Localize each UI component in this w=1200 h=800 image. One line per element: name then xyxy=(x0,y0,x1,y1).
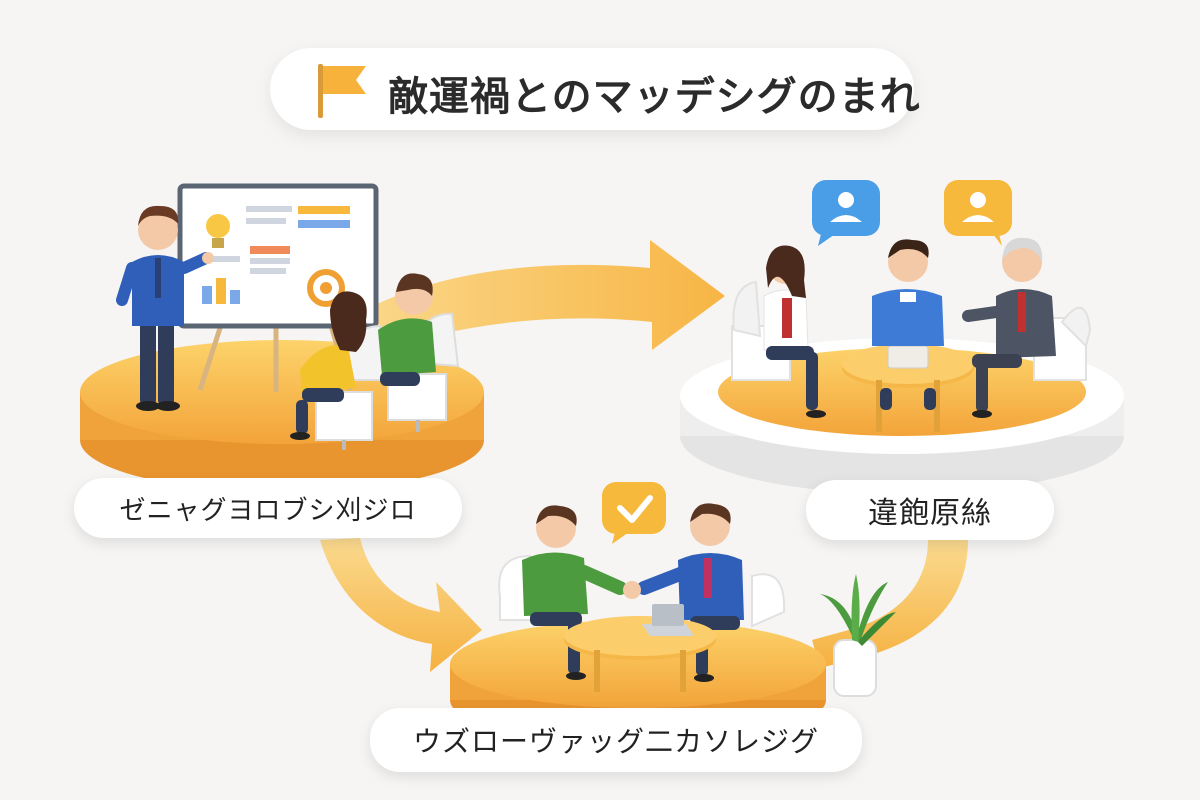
scene-presentation xyxy=(80,183,484,492)
step-label-meeting: 違飽原絲 xyxy=(806,480,1054,540)
user-chat-bubble-icon xyxy=(944,180,1012,246)
laptop xyxy=(642,624,694,636)
meeting-man-center xyxy=(872,239,944,410)
check-chat-bubble-icon xyxy=(602,482,666,544)
scene-meeting xyxy=(680,180,1124,494)
audience-group xyxy=(290,273,460,450)
user-chat-bubble-icon xyxy=(812,180,880,246)
scene-agreement xyxy=(450,482,896,744)
title-banner: 敵運禍とのマッデシグのまれ xyxy=(270,48,920,130)
whiteboard xyxy=(177,183,379,392)
agreement-man-green xyxy=(522,505,627,680)
handshake xyxy=(623,581,641,599)
meeting-older-man xyxy=(962,237,1092,418)
agreement-man-blue xyxy=(637,503,744,682)
plant-decoration xyxy=(820,574,896,697)
presenter-figure xyxy=(116,205,214,411)
arrow-step1-to-step3 xyxy=(320,538,482,672)
arrow-step2-to-step3 xyxy=(812,540,968,668)
step-label-presentation: ゼニャグヨロブシ刈ジロ xyxy=(74,478,462,538)
flag-icon xyxy=(318,64,366,118)
lightbulb-icon xyxy=(206,214,230,248)
step-label-agreement: ウズローヴァッグ二カソレジグ xyxy=(370,708,862,772)
meeting-woman xyxy=(731,245,826,418)
gear-icon xyxy=(307,269,345,307)
diagram-title: 敵運禍とのマッデシグのまれ xyxy=(388,74,921,120)
